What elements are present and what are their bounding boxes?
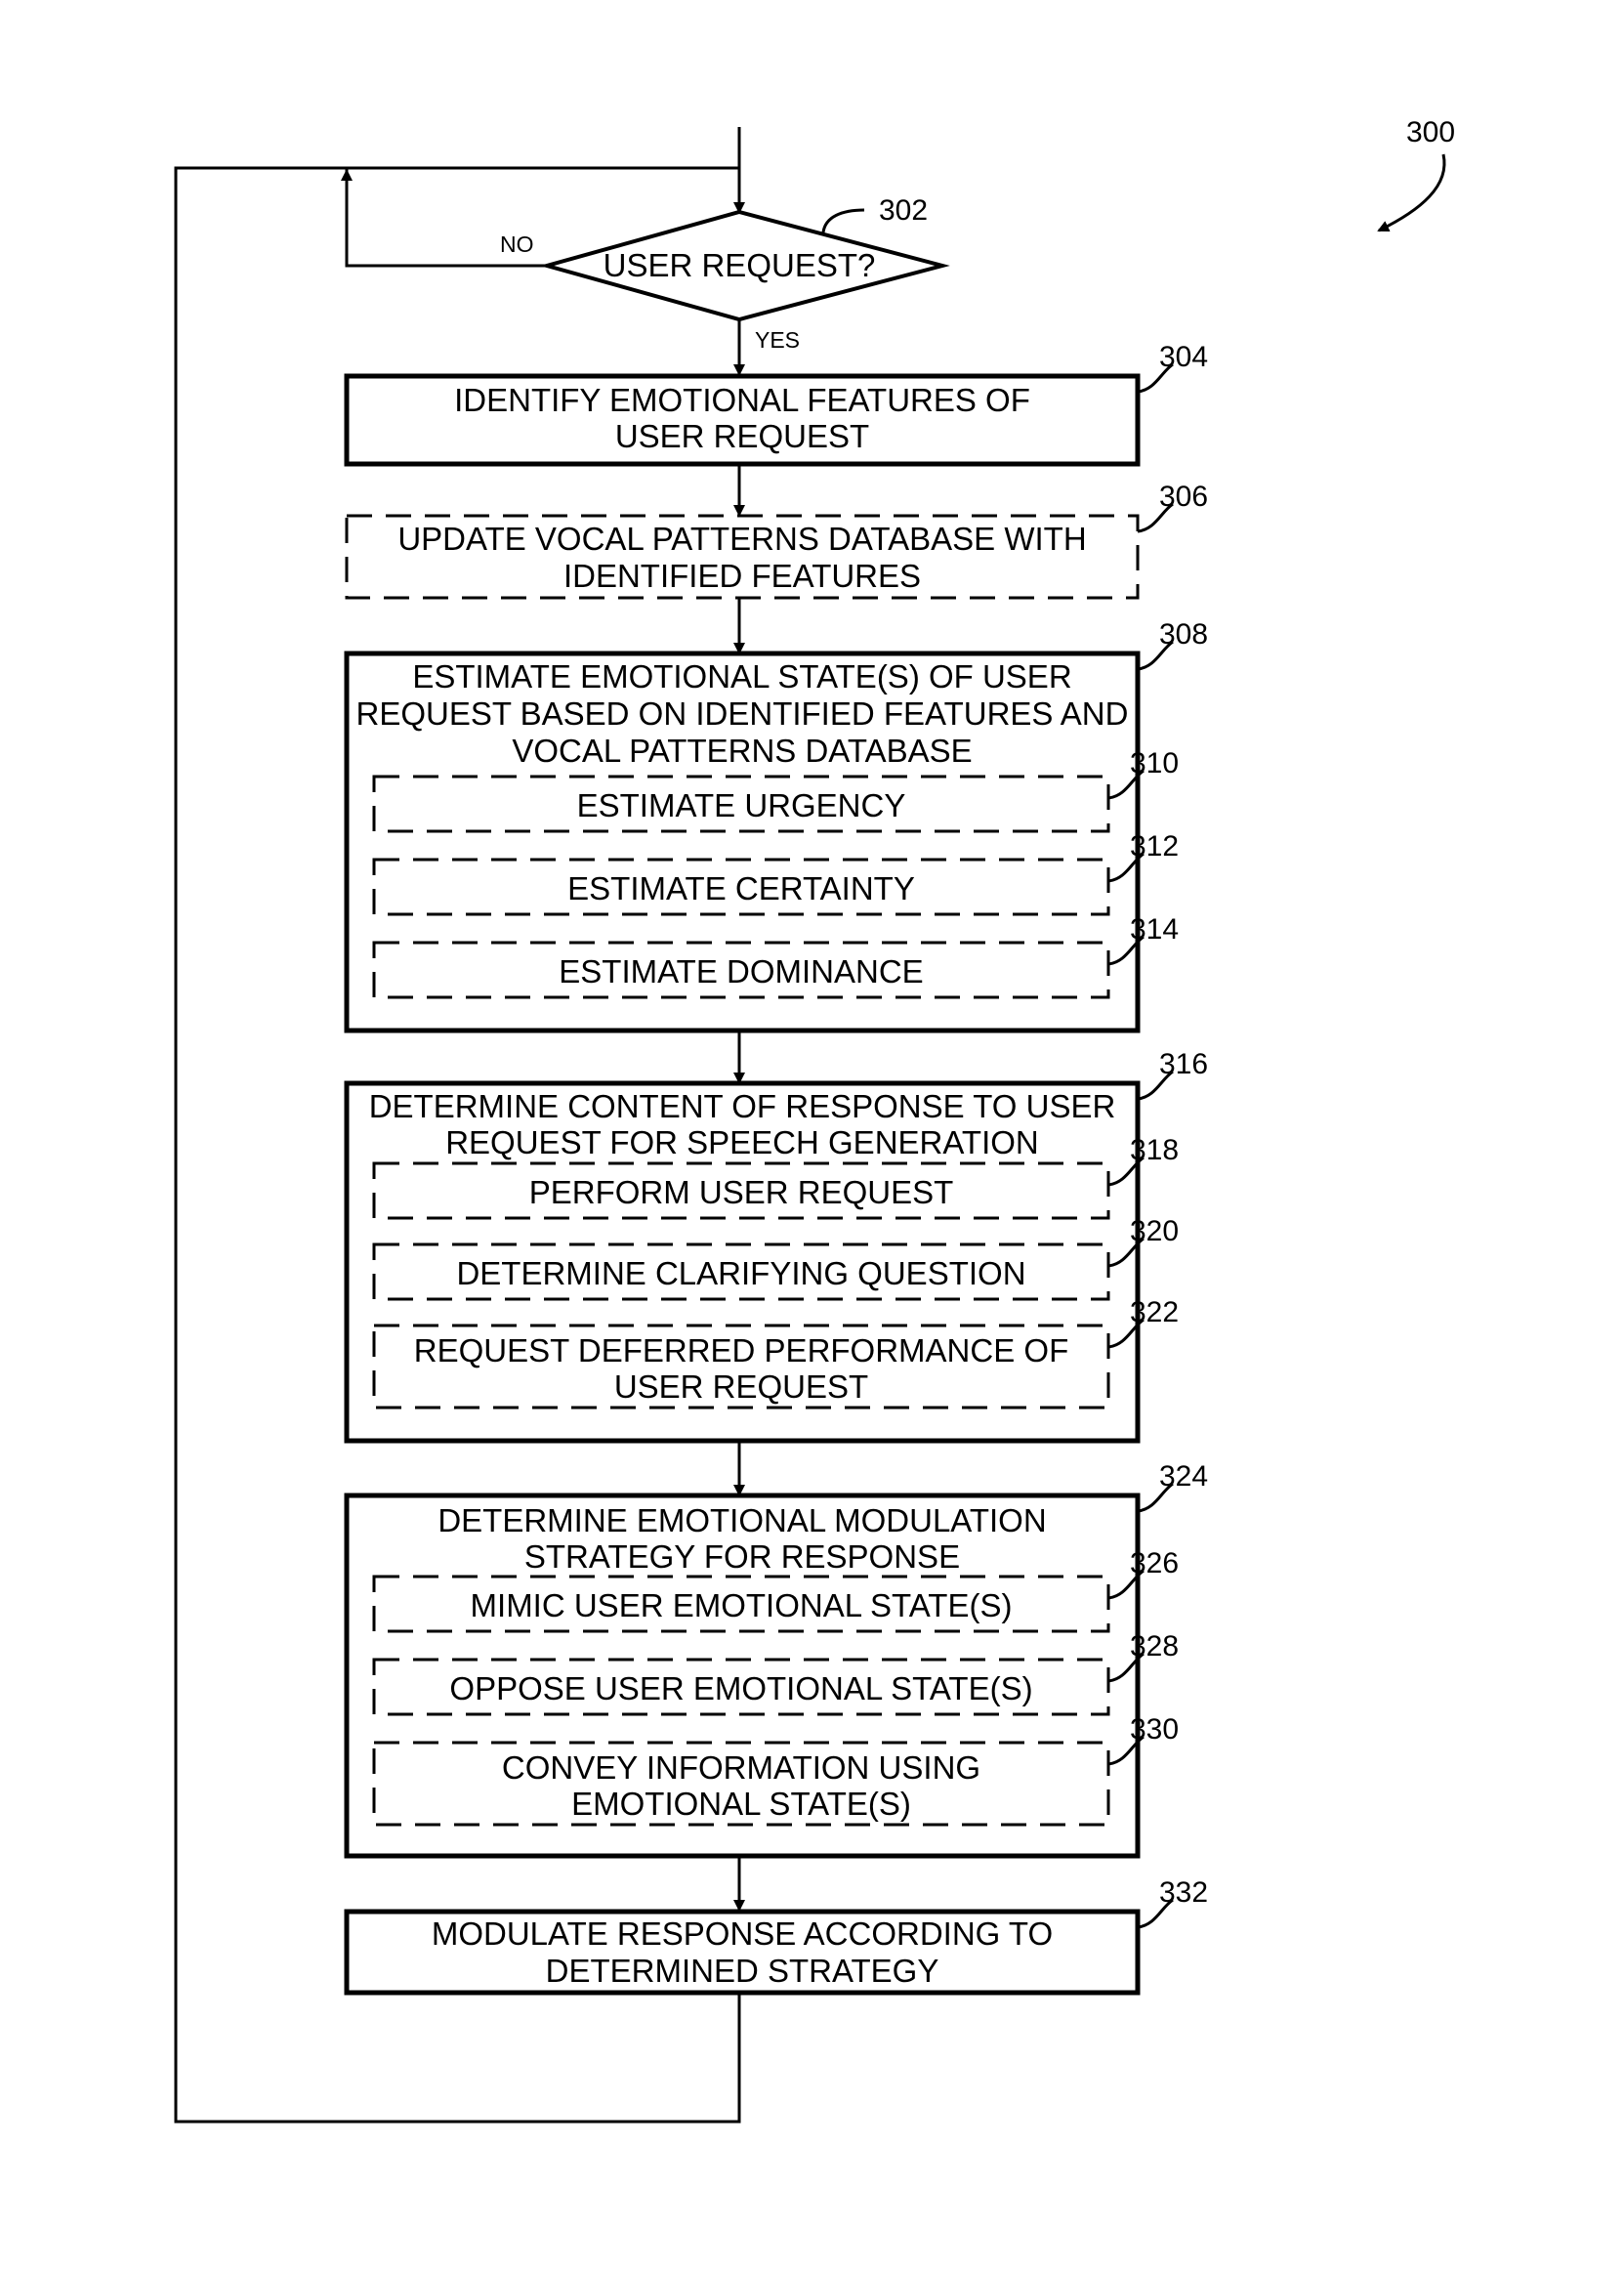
substep-text-328-1: OPPOSE USER EMOTIONAL STATE(S) (449, 1670, 1032, 1706)
step-316: DETERMINE CONTENT OF RESPONSE TO USERREQ… (347, 1048, 1208, 1441)
step-306: UPDATE VOCAL PATTERNS DATABASE WITHIDENT… (347, 481, 1208, 598)
step-text-306-1: UPDATE VOCAL PATTERNS DATABASE WITH (397, 521, 1086, 557)
substep-text-310-1: ESTIMATE URGENCY (577, 787, 906, 823)
step-text-316-2: REQUEST FOR SPEECH GENERATION (445, 1124, 1039, 1160)
substep-text-322-1: REQUEST DEFERRED PERFORMANCE OF (414, 1332, 1068, 1368)
ref-324-label: 324 (1159, 1460, 1208, 1493)
step-text-332-2: DETERMINED STRATEGY (546, 1953, 939, 1989)
step-text-308-2: REQUEST BASED ON IDENTIFIED FEATURES AND (356, 695, 1129, 732)
ref-312-label: 312 (1130, 830, 1179, 863)
step-308: ESTIMATE EMOTIONAL STATE(S) OF USERREQUE… (347, 618, 1208, 1031)
step-text-308-3: VOCAL PATTERNS DATABASE (512, 733, 972, 769)
substep-text-322-2: USER REQUEST (614, 1368, 868, 1405)
substep-text-320-1: DETERMINE CLARIFYING QUESTION (456, 1255, 1025, 1291)
figure-reference: 300 (1379, 116, 1455, 231)
ref-326-label: 326 (1130, 1547, 1179, 1579)
ref-314-label: 314 (1130, 913, 1179, 946)
substep-text-312-1: ESTIMATE CERTAINTY (567, 870, 915, 906)
decision-302: USER REQUEST? NO YES 302 (500, 194, 942, 353)
step-text-304-1: IDENTIFY EMOTIONAL FEATURES OF (454, 382, 1030, 418)
step-text-316-1: DETERMINE CONTENT OF RESPONSE TO USER (369, 1088, 1116, 1124)
ref-330-label: 330 (1130, 1713, 1179, 1746)
decision-ref: 302 (879, 194, 928, 227)
figure-ref-label: 300 (1406, 116, 1455, 148)
decision-text: USER REQUEST? (604, 247, 876, 283)
ref-308-label: 308 (1159, 618, 1208, 651)
step-text-308-1: ESTIMATE EMOTIONAL STATE(S) OF USER (412, 658, 1071, 695)
ref-332-label: 332 (1159, 1876, 1208, 1909)
ref-306-label: 306 (1159, 481, 1208, 513)
step-text-324-1: DETERMINE EMOTIONAL MODULATION (437, 1502, 1046, 1538)
substep-text-330-1: CONVEY INFORMATION USING (502, 1749, 980, 1786)
substep-text-318-1: PERFORM USER REQUEST (529, 1174, 954, 1210)
ref-318-label: 318 (1130, 1134, 1179, 1166)
yes-label: YES (755, 327, 800, 353)
steps-group: IDENTIFY EMOTIONAL FEATURES OFUSER REQUE… (347, 341, 1208, 1993)
decision-ref-leader (823, 210, 864, 232)
substep-text-314-1: ESTIMATE DOMINANCE (559, 953, 923, 989)
step-text-324-2: STRATEGY FOR RESPONSE (524, 1538, 960, 1575)
step-324: DETERMINE EMOTIONAL MODULATIONSTRATEGY F… (347, 1460, 1208, 1856)
ref-304-label: 304 (1159, 341, 1208, 373)
step-text-306-2: IDENTIFIED FEATURES (563, 558, 921, 594)
ref-316-label: 316 (1159, 1048, 1208, 1080)
step-text-304-2: USER REQUEST (615, 418, 869, 454)
step-text-332-1: MODULATE RESPONSE ACCORDING TO (432, 1915, 1053, 1952)
ref-310-label: 310 (1130, 747, 1179, 779)
step-332: MODULATE RESPONSE ACCORDING TODETERMINED… (347, 1876, 1208, 1993)
ref-328-label: 328 (1130, 1630, 1179, 1663)
substep-text-326-1: MIMIC USER EMOTIONAL STATE(S) (471, 1587, 1013, 1623)
step-304: IDENTIFY EMOTIONAL FEATURES OFUSER REQUE… (347, 341, 1208, 464)
no-label: NO (500, 232, 534, 257)
figure-ref-arrow (1379, 154, 1444, 231)
ref-320-label: 320 (1130, 1215, 1179, 1247)
ref-322-label: 322 (1130, 1296, 1179, 1328)
substep-text-330-2: EMOTIONAL STATE(S) (571, 1786, 911, 1822)
